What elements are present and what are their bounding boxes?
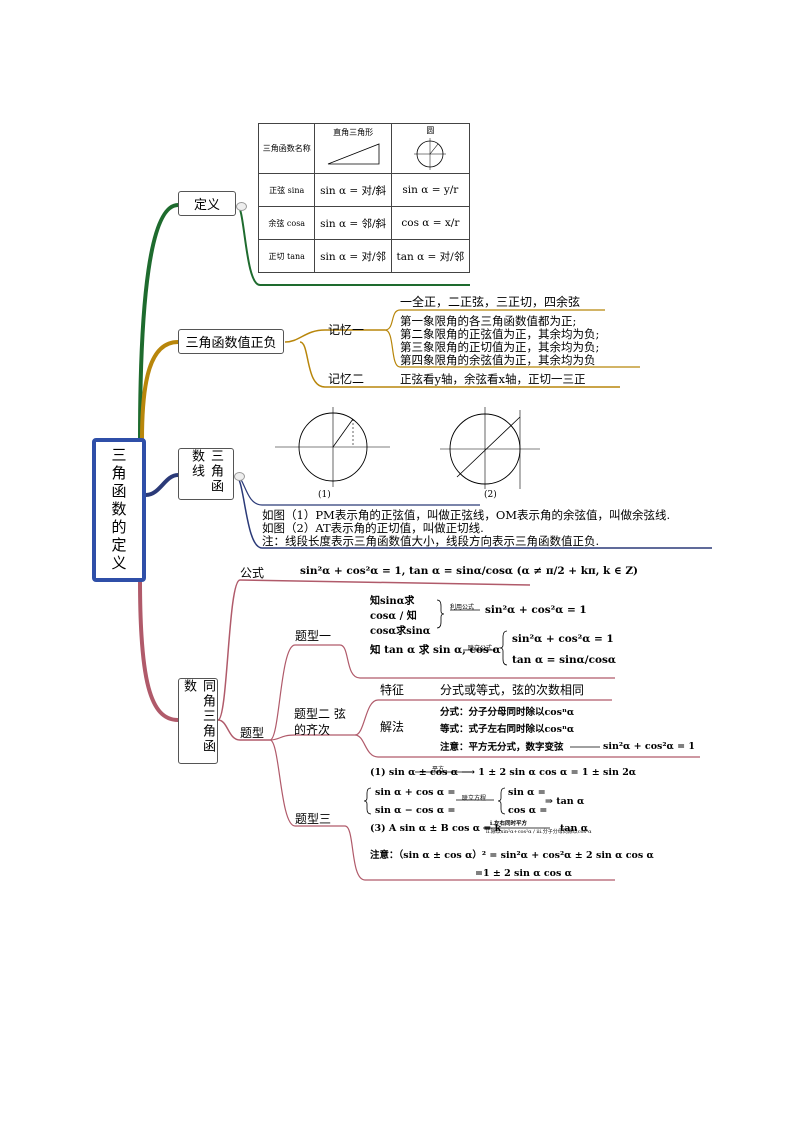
type2-label: 题型二 弦的齐次 <box>294 707 346 737</box>
root-node[interactable]: 三角函数的定义 <box>92 438 146 582</box>
branch-sign[interactable]: 三角函数值正负 <box>178 329 284 354</box>
formula-label: 公式 <box>240 566 265 580</box>
table-cell: sin α = 对/邻 <box>314 239 392 273</box>
table-cell: 正切 tana <box>257 239 316 273</box>
trig-line-note: 如图（1）PM表示角的正弦值，叫做正弦线，OM表示角的余弦值，叫做余弦线. <box>262 508 671 522</box>
type3-note: 注意：（sin α ± cos α）² = sin²α + cos²α ± 2 … <box>370 850 654 861</box>
table-cell: sin α = 对/斜 <box>314 173 392 207</box>
type3-label: 题型三 <box>295 812 332 826</box>
table-cell: cos α = x/r <box>390 206 471 240</box>
table-cell: sin α = y/r <box>390 173 471 207</box>
figure-tangent-line <box>440 407 540 489</box>
memo2-label: 记忆二 <box>328 372 365 386</box>
method-step: 注意：平方无分式，数字变弦 <box>440 742 564 753</box>
branch-definition[interactable]: 定义 <box>178 191 236 216</box>
figure-sine-cosine-line <box>275 407 390 487</box>
memo1-line: 第四象限角的余弦值为正，其余均为负 <box>400 353 596 367</box>
type3-note: =1 ± 2 sin α cos α <box>475 868 572 879</box>
collapse-toggle-icon[interactable] <box>234 472 245 481</box>
arrow-label: 利用公式 <box>450 604 475 611</box>
type3-equation: cos α = <box>508 805 548 816</box>
type3-equation: sin α − cos α = <box>375 805 456 816</box>
type1-given: 知sinα求cosα / 知cosα求sinα <box>370 596 431 637</box>
type3-final: ⇒ tan α <box>545 796 585 807</box>
figure-label: (2) <box>484 490 497 500</box>
table-header: 三角函数名称 <box>257 123 316 174</box>
type3-equation: sin α = <box>508 787 546 798</box>
table-header: 直角三角形 <box>333 128 374 137</box>
type1-result: tan α = sinα/cosα <box>512 654 616 666</box>
collapse-toggle-icon[interactable] <box>236 202 247 211</box>
arrow-label: ii.除以sin²α+cos²α / iii.分子分母同除以cos²α <box>486 829 592 835</box>
table-cell: tan α = 对/邻 <box>390 239 471 273</box>
arrow-label: 平方 <box>432 766 445 773</box>
memo2-line: 正弦看y轴，余弦看x轴，正切一三正 <box>400 372 586 386</box>
branch-trig-lines[interactable]: 三角函数线 <box>178 448 234 500</box>
trig-line-note: 注：线段长度表示三角函数值大小，线段方向表示三角函数值正负. <box>262 534 600 548</box>
type3-equation: sin α + cos α = <box>375 787 456 798</box>
memo1-line: 第三象限角的正切值为正，其余均为负; <box>400 340 600 354</box>
arrow-label: 联立公式 <box>468 645 493 652</box>
feature-label: 特征 <box>380 683 405 697</box>
formula-main: sin²α + cos²α = 1, tan α = sinα/cosα (α … <box>300 565 639 577</box>
branch-same-angle[interactable]: 同角三角函数 <box>178 678 218 764</box>
feature-text: 分式或等式，弦的次数相同 <box>440 683 585 697</box>
table-header: 圆 <box>426 126 435 135</box>
type1-given-tan: 知 tan α 求 sin α, cos α <box>370 644 501 656</box>
types-label: 题型 <box>240 726 265 740</box>
arrow-label: i.左右同时平方 <box>490 821 528 827</box>
type1-result: sin²α + cos²α = 1 <box>512 633 614 645</box>
table-cell: 余弦 cosa <box>257 206 316 240</box>
table-cell: sin α = 邻/斜 <box>314 206 392 240</box>
trig-line-note: 如图（2）AT表示角的正切值，叫做正切线. <box>262 521 484 535</box>
method-step: 分式：分子分母同时除以cosⁿα <box>440 707 575 718</box>
memo1-line: 第二象限角的正弦值为正，其余均为负; <box>400 327 600 341</box>
type3-result: tan α <box>560 823 589 834</box>
type3-item: (3) A sin α ± B cos α = k <box>370 823 502 834</box>
table-cell: 正弦 sina <box>257 173 316 207</box>
method-label: 解法 <box>380 720 405 734</box>
memo1-line: 第一象限角的各三角函数值都为正; <box>400 314 577 328</box>
memo1-label: 记忆一 <box>328 323 365 337</box>
type1-label: 题型一 <box>295 629 332 643</box>
figure-label: (1) <box>318 490 331 500</box>
method-step: 等式：式子左右同时除以cosⁿα <box>440 724 575 735</box>
method-result: sin²α + cos²α = 1 <box>603 741 696 752</box>
type3-item: (1) sin α ± cos α ⟶ 1 ± 2 sin α cos α = … <box>370 767 637 778</box>
unit-circle-figure <box>414 138 447 170</box>
right-triangle-figure <box>327 143 380 165</box>
arrow-label: 联立方程 <box>462 795 487 802</box>
type1-result: sin²α + cos²α = 1 <box>485 604 587 616</box>
memo1-line: 一全正，二正弦，三正切，四余弦 <box>400 295 581 309</box>
